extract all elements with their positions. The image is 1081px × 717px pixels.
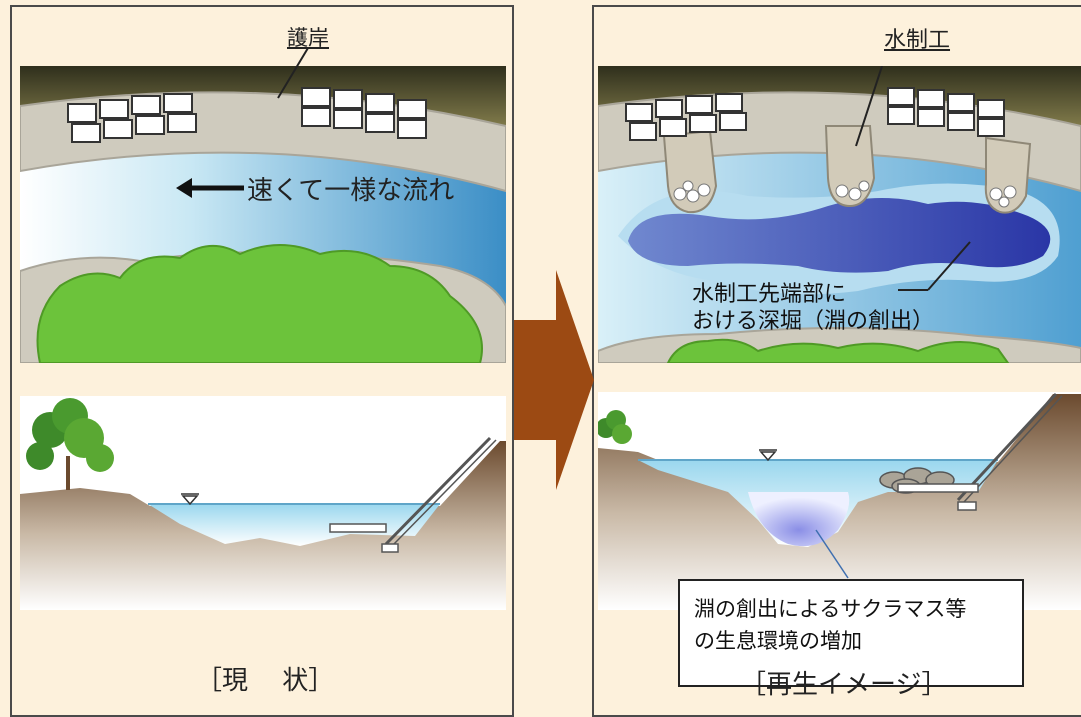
- habitat-note-box: 淵の創出によるサクラマス等 の生息環境の増加: [678, 579, 1024, 687]
- flow-arrow: [176, 178, 244, 198]
- current-caption: ［現 状］: [196, 666, 335, 696]
- water-level-mark-icon: [181, 493, 199, 506]
- future-caption: ［再生イメージ］: [740, 670, 948, 700]
- water-level-mark-icon: [759, 449, 777, 462]
- deep-pool: [628, 197, 1051, 273]
- revetment-label: 護岸: [287, 26, 329, 50]
- revetment-slope: [329, 436, 497, 553]
- future-cross-section: [598, 392, 1081, 610]
- scour-label-line1: 水制工先端部に: [692, 282, 847, 307]
- current-plan-view: [20, 66, 506, 363]
- trees-icon: [26, 398, 114, 490]
- revetment-leader-line: [277, 47, 309, 99]
- revetment-blocks-right: [625, 87, 1005, 141]
- scour-label-line2: おける深堀（淵の創出）: [692, 309, 935, 334]
- future-plan-view: [598, 66, 1081, 363]
- habitat-note-line1: 淵の創出によるサクラマス等: [694, 597, 967, 621]
- current-cross-section: [20, 396, 506, 610]
- bush-icon: [598, 410, 632, 444]
- habitat-note-line2: の生息環境の増加: [694, 629, 862, 653]
- groyne-label: 水制工: [884, 28, 951, 53]
- flow-label: 速くて一様な流れ: [247, 176, 455, 206]
- transition-arrow: [514, 270, 594, 490]
- revetment-blocks-left: [67, 87, 427, 143]
